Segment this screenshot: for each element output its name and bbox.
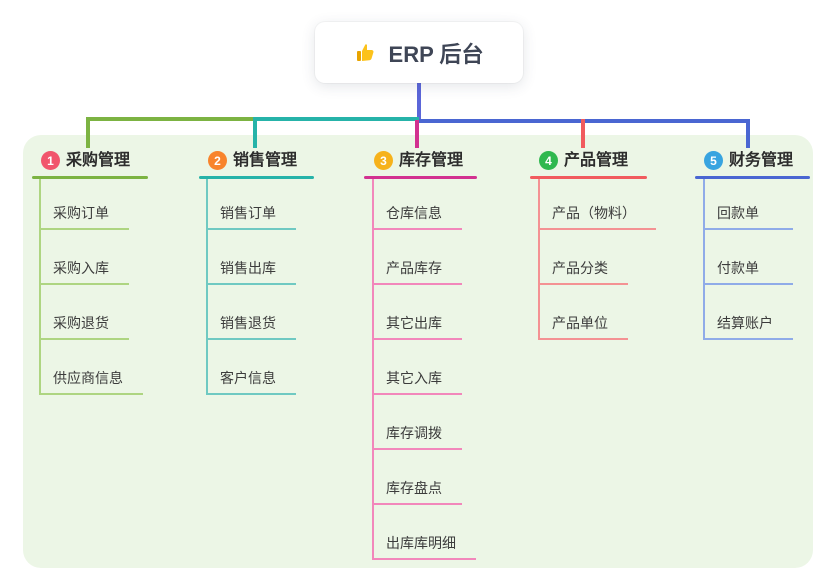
branch5-badge: 5 [704,151,723,170]
connector-branch2-horizontal [253,117,419,121]
node-product-material[interactable]: 产品（物料） [538,203,656,230]
branch5-underline [695,176,810,179]
node-outbound-detail[interactable]: 出库库明细 [372,533,476,560]
branch4-label[interactable]: 产品管理 [564,152,629,169]
node-stock-transfer[interactable]: 库存调拨 [372,423,462,450]
connector-branch1-horizontal [86,117,255,121]
node-customer-info[interactable]: 客户信息 [206,368,296,395]
branch2-label[interactable]: 销售管理 [233,152,298,169]
connector-branch2-vertical [253,117,257,148]
branch3-underline [364,176,477,179]
node-purchase-order[interactable]: 采购订单 [39,203,129,230]
branch1-badge: 1 [41,151,60,170]
branch3-label[interactable]: 库存管理 [399,152,464,169]
connector-branch3-vertical [415,120,419,148]
node-product-stock[interactable]: 产品库存 [372,258,462,285]
node-warehouse-info[interactable]: 仓库信息 [372,203,462,230]
branch1-label[interactable]: 采购管理 [66,152,131,169]
node-sales-order[interactable]: 销售订单 [206,203,296,230]
node-payment-doc[interactable]: 付款单 [703,258,793,285]
connector-branch5-vertical [746,119,750,148]
root-label: ERP 后台 [388,41,484,67]
branch2-child-stem [206,179,208,393]
connector-root-stem [417,82,421,120]
node-sales-outbound[interactable]: 销售出库 [206,258,296,285]
node-product-category[interactable]: 产品分类 [538,258,628,285]
node-other-inbound[interactable]: 其它入库 [372,368,462,395]
branch5-label[interactable]: 财务管理 [729,152,794,169]
node-other-outbound[interactable]: 其它出库 [372,313,462,340]
branch3-child-stem [372,179,374,558]
branch2-underline [199,176,314,179]
branch3-badge: 3 [374,151,393,170]
branch5-child-stem [703,179,705,338]
node-collection-doc[interactable]: 回款单 [703,203,793,230]
connector-branch4-vertical [581,119,585,148]
branch1-child-stem [39,179,41,393]
node-purchase-return[interactable]: 采购退货 [39,313,129,340]
node-sales-return[interactable]: 销售退货 [206,313,296,340]
node-product-unit[interactable]: 产品单位 [538,313,628,340]
connector-branch1-vertical [86,117,90,148]
branch2-badge: 2 [208,151,227,170]
branch4-child-stem [538,179,540,338]
thumbs-up-icon [355,41,379,65]
branches-panel [23,135,813,568]
branch4-badge: 4 [539,151,558,170]
branch1-underline [32,176,148,179]
node-settlement-account[interactable]: 结算账户 [703,313,793,340]
node-purchase-inbound[interactable]: 采购入库 [39,258,129,285]
root-node[interactable]: ERP 后台 [315,22,523,83]
branch4-underline [530,176,647,179]
node-stock-count[interactable]: 库存盘点 [372,478,462,505]
node-supplier-info[interactable]: 供应商信息 [39,368,143,395]
